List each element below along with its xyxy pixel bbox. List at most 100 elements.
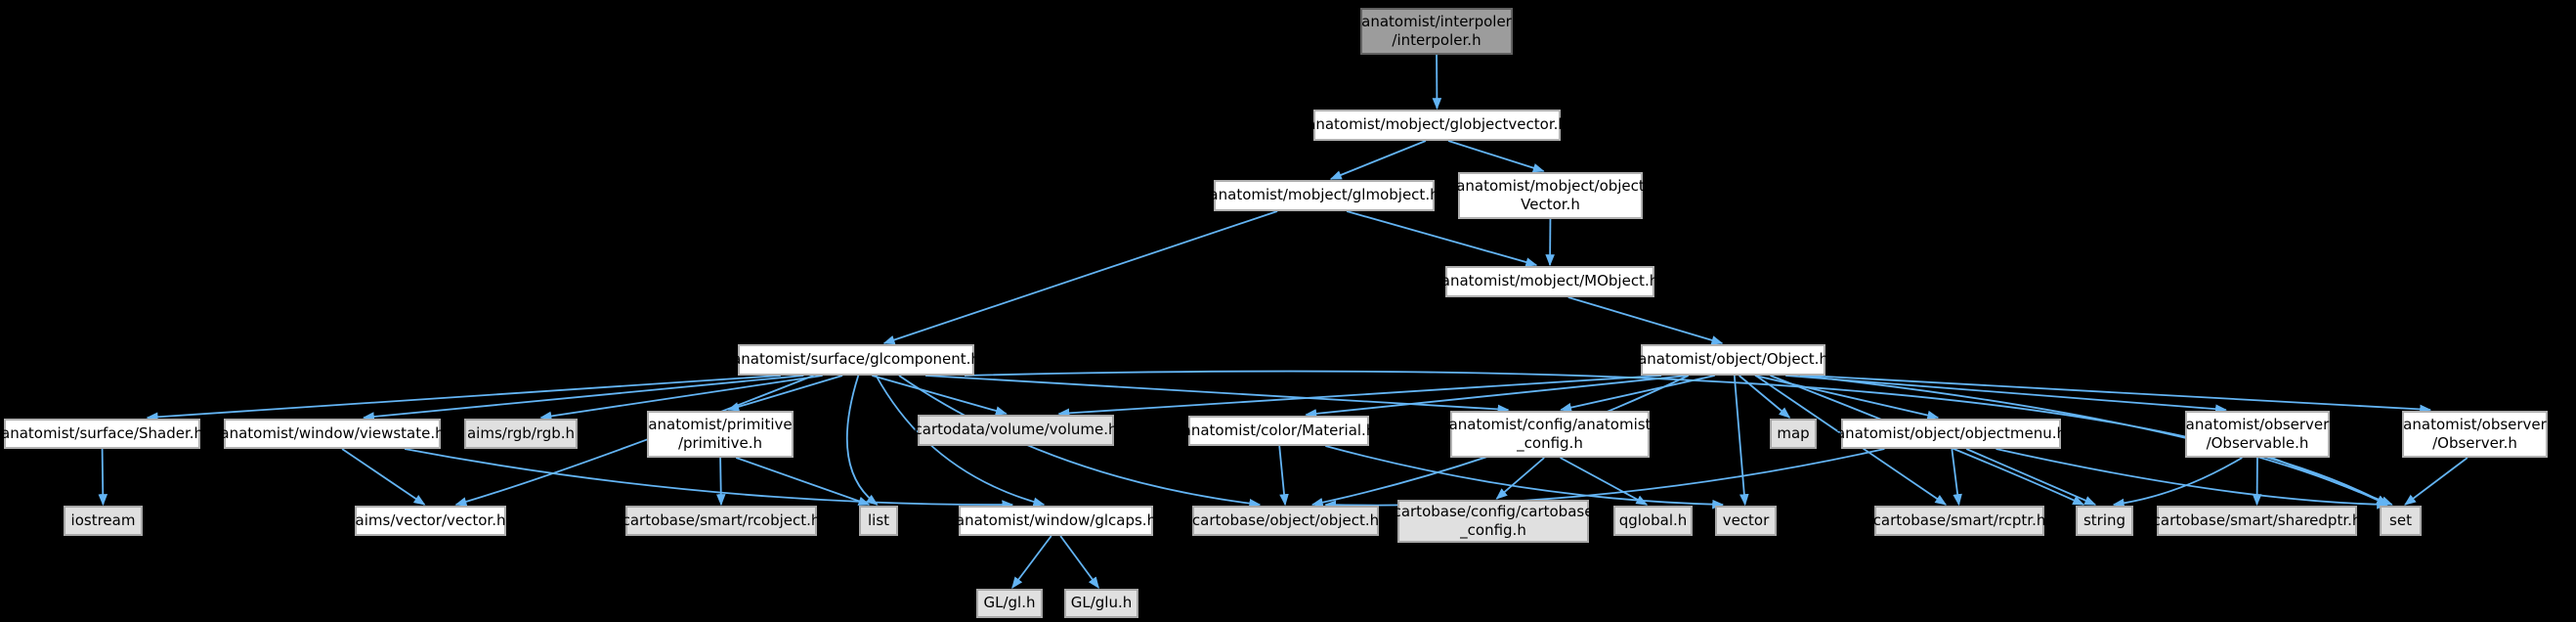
- node-label-line: iostream: [70, 511, 136, 529]
- edge-globjectvector-to-glmobject: [1329, 140, 1427, 180]
- edges-group: [98, 54, 2469, 589]
- graph-node-shader[interactable]: anatomist/surface/Shader.h: [1, 419, 204, 449]
- edge-object-to-anaconfig: [1560, 375, 1715, 413]
- node-label-line: anatomist/window/glcaps.h: [955, 511, 1157, 529]
- graph-node-anaconfig[interactable]: anatomist/config/anatomist_config.h: [1448, 411, 1652, 458]
- node-label-line: anatomist/mobject/globjectvector.h: [1307, 115, 1567, 134]
- graph-node-rcobject: cartobase/smart/rcobject.h: [623, 506, 820, 536]
- edge-globjectvector-to-objectvector: [1447, 140, 1545, 173]
- node-label-line: anatomist/mobject/glmobject.h: [1209, 186, 1439, 204]
- node-label-line: anatomist/surface/Shader.h: [1, 423, 204, 442]
- graph-node-cartoconfig: cartobase/config/cartobase_config.h: [1394, 500, 1593, 543]
- edge-mobject-to-object: [1567, 296, 1724, 345]
- node-label-line: anatomist/mobject/object: [1456, 176, 1645, 195]
- edge-glcomponent-to-cartoobject: [898, 375, 1262, 509]
- node-label-line: anatomist/primitive: [648, 415, 793, 433]
- node-label-line: cartobase/smart/sharedptr.h: [2152, 511, 2362, 529]
- edge-glcaps-to-glgl: [1011, 535, 1052, 589]
- node-label-line: GL/gl.h: [983, 594, 1036, 612]
- node-label-line: cartobase/config/cartobase: [1393, 502, 1594, 520]
- graph-node-object[interactable]: anatomist/object/Object.h: [1638, 344, 1828, 376]
- node-label-line: /Observer.h: [2432, 434, 2517, 452]
- node-label-line: string: [2082, 511, 2126, 529]
- graph-node-list: list: [859, 506, 898, 536]
- edge-material-to-cartoobject: [1278, 445, 1289, 507]
- node-label-line: aims/rgb/rgb.h: [466, 423, 576, 442]
- graph-node-viewstate[interactable]: anatomist/window/viewstate.h: [220, 419, 445, 449]
- edge-object-to-string: [1770, 375, 2085, 506]
- node-label-line: /interpoler.h: [1392, 31, 1481, 49]
- edge-object-to-observer: [1807, 375, 2432, 415]
- graph-node-mobject[interactable]: anatomist/mobject/MObject.h: [1441, 266, 1658, 297]
- node-label-line: anatomist/config/anatomist: [1448, 415, 1652, 433]
- edge-glcomponent-to-viewstate: [362, 375, 804, 422]
- edge-glcaps-to-glglu: [1059, 535, 1099, 589]
- graph-node-cartoobject: cartobase/object/object.h: [1192, 506, 1379, 536]
- node-label-line: cartodata/volume/volume.h: [914, 421, 1118, 439]
- graph-node-observer[interactable]: anatomist/observer/Observer.h: [2402, 411, 2548, 458]
- edge-material-to-vector: [1325, 445, 1725, 510]
- edge-object-to-volume: [1057, 375, 1662, 419]
- graph-node-glglu: GL/glu.h: [1064, 589, 1138, 618]
- edge-anaconfig-to-cartoconfig: [1495, 457, 1545, 500]
- edge-object-to-objectmenu: [1754, 375, 1940, 421]
- edge-observer-to-set: [2404, 457, 2469, 506]
- graph-node-rgb: aims/rgb/rgb.h: [464, 419, 578, 449]
- graph-node-glcomponent[interactable]: anatomist/surface/glcomponent.h: [732, 344, 980, 376]
- edge-glcomponent-to-shader: [146, 375, 781, 422]
- graph-node-glcaps[interactable]: anatomist/window/glcaps.h: [955, 506, 1157, 536]
- edge-viewstate-to-aimsvector: [341, 448, 426, 506]
- edge-object-to-map: [1739, 375, 1791, 419]
- graph-node-interpoler: anatomist/interpoler/interpoler.h: [1360, 8, 1513, 55]
- graph-node-objectmenu[interactable]: anatomist/object/objectmenu.h: [1836, 419, 2066, 449]
- node-label-line: anatomist/color/Material.h: [1181, 421, 1376, 439]
- graph-node-glgl: GL/gl.h: [976, 589, 1043, 618]
- edge-glmobject-to-glcomponent: [882, 210, 1278, 345]
- graph-node-iostream: iostream: [64, 506, 143, 536]
- graph-node-aimsvector[interactable]: aims/vector/vector.h: [355, 506, 506, 536]
- graph-node-sharedptr: cartobase/smart/sharedptr.h: [2153, 506, 2361, 536]
- edge-glcomponent-to-glcaps: [875, 375, 1046, 507]
- graph-node-primitive[interactable]: anatomist/primitive/primitive.h: [647, 411, 794, 458]
- node-label-line: anatomist/surface/glcomponent.h: [732, 350, 980, 369]
- graph-node-rcptr: cartobase/smart/rcptr.h: [1873, 506, 2045, 536]
- edge-objectmenu-to-string: [1965, 448, 2097, 506]
- edge-observable-to-set: [2271, 457, 2393, 506]
- node-label-line: vector: [1722, 511, 1770, 529]
- edge-viewstate-to-glcaps: [404, 448, 1014, 510]
- graph-node-map: map: [1770, 419, 1817, 449]
- graph-node-observable[interactable]: anatomist/observer/Observable.h: [2185, 411, 2330, 458]
- node-label-line: anatomist/observer: [2185, 415, 2330, 433]
- edge-object-to-material: [1305, 375, 1689, 419]
- graph-node-glmobject[interactable]: anatomist/mobject/glmobject.h: [1209, 180, 1439, 211]
- graph-node-volume: cartodata/volume/volume.h: [915, 415, 1118, 446]
- edge-shader-to-iostream: [98, 448, 108, 507]
- edge-objectmenu-to-rcptr: [1951, 448, 1962, 507]
- node-label-line: anatomist/mobject/MObject.h: [1440, 272, 1659, 290]
- edge-glcomponent-to-anaconfig: [924, 375, 1510, 415]
- edge-glcomponent-to-rgb: [539, 375, 823, 422]
- node-label-line: list: [867, 511, 890, 529]
- node-label-line: /Observable.h: [2206, 434, 2309, 452]
- edge-glcomponent-to-aimsvector: [454, 375, 814, 507]
- node-label-line: cartobase/smart/rcobject.h: [622, 511, 821, 529]
- node-label-line: anatomist/object/Object.h: [1638, 350, 1828, 369]
- edge-observable-to-string: [2112, 457, 2243, 509]
- node-label-line: qglobal.h: [1618, 511, 1688, 529]
- edge-glcomponent-to-volume: [872, 375, 1008, 416]
- edge-anaconfig-to-qglobal: [1560, 457, 1649, 506]
- edge-glmobject-to-mobject: [1346, 210, 1538, 267]
- edge-objectmenu-to-set: [1996, 448, 2389, 510]
- graph-node-string: string: [2076, 506, 2133, 536]
- edge-glcomponent-to-list: [845, 375, 879, 506]
- graph-node-globjectvector[interactable]: anatomist/mobject/globjectvector.h: [1307, 110, 1567, 141]
- graph-node-material[interactable]: anatomist/color/Material.h: [1182, 416, 1375, 446]
- edge-glcomponent-to-primitive: [727, 375, 843, 412]
- graph-node-vector: vector: [1715, 506, 1777, 536]
- node-label-line: anatomist/object/objectmenu.h: [1835, 423, 2067, 442]
- node-label-line: cartobase/object/object.h: [1191, 511, 1380, 529]
- edge-object-to-vector: [1733, 375, 1749, 507]
